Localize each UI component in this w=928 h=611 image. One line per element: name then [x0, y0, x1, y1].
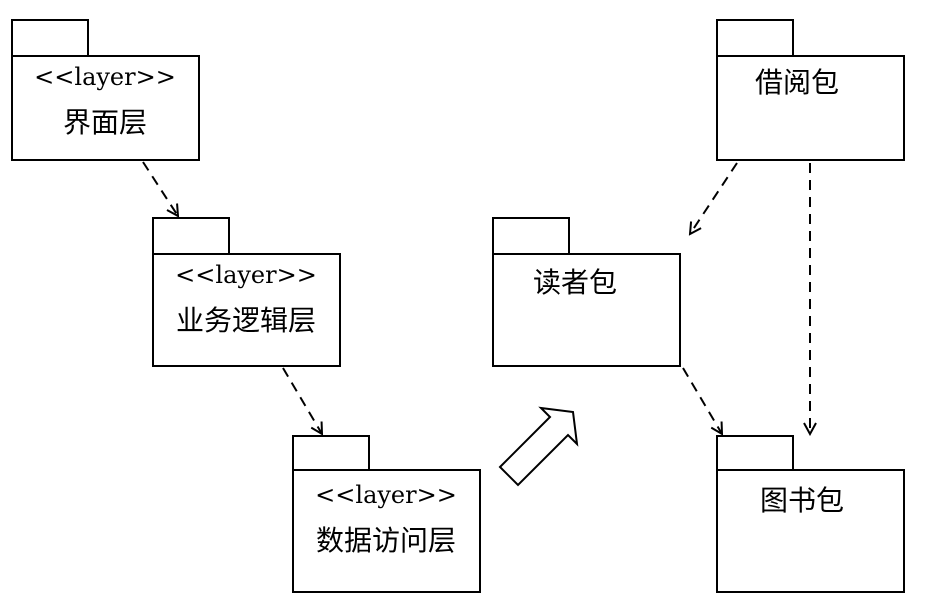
package-name: 数据访问层 [316, 524, 456, 557]
package-tab [292, 435, 370, 471]
package-ui-layer: <<layer>> 界面层 [11, 19, 200, 161]
package-stereotype: <<layer>> [175, 261, 317, 289]
package-stereotype: <<layer>> [34, 63, 176, 91]
package-tab [716, 435, 794, 471]
package-name: 借阅包 [755, 66, 839, 99]
package-data-access-layer: <<layer>> 数据访问层 [292, 435, 481, 593]
dependency-arrow-reader-to-book [682, 367, 722, 434]
dependency-arrow-borrow-to-reader [690, 162, 738, 234]
package-body [716, 469, 905, 593]
package-tab [152, 217, 230, 255]
package-stereotype: <<layer>> [315, 481, 457, 509]
package-business-layer: <<layer>> 业务逻辑层 [152, 217, 341, 367]
dependency-arrow-ui-to-business [142, 161, 178, 216]
package-body [292, 469, 481, 593]
package-reader: 读者包 [492, 217, 681, 367]
package-tab [492, 217, 570, 255]
package-book: 图书包 [716, 435, 905, 593]
package-body [492, 253, 681, 367]
package-name: 业务逻辑层 [176, 304, 316, 337]
package-name: 界面层 [63, 106, 147, 139]
package-name: 读者包 [533, 266, 617, 299]
block-arrow-icon [498, 406, 579, 487]
package-tab [11, 19, 89, 57]
package-tab [716, 19, 794, 57]
package-body [152, 253, 341, 367]
package-body [11, 55, 200, 161]
package-name: 图书包 [760, 484, 844, 517]
dependency-arrow-business-to-data [282, 367, 322, 434]
package-body [716, 55, 905, 161]
package-borrow: 借阅包 [716, 19, 905, 161]
